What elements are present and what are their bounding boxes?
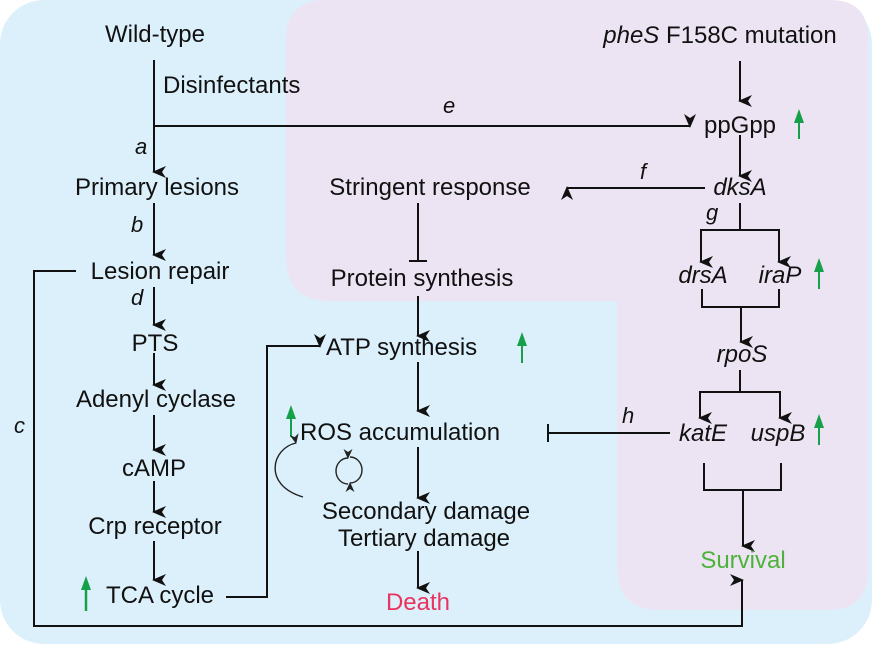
label-e: e: [443, 93, 455, 118]
edge-rpos-kate: [698, 391, 740, 424]
node-lesion-repair: Lesion repair: [91, 258, 230, 285]
edge-g-drsa: [699, 229, 740, 268]
feedback-arrow: [274, 433, 304, 498]
node-tca-cycle: TCA cycle: [106, 582, 214, 609]
label-c: c: [14, 413, 25, 438]
label-g: g: [706, 200, 719, 225]
node-kate: katE: [679, 420, 728, 447]
ros-up-arrow-icon: [286, 405, 296, 437]
node-wild-type: Wild-type: [105, 21, 205, 48]
node-atp-synthesis: ATP synthesis: [326, 334, 477, 361]
node-crp-receptor: Crp receptor: [88, 513, 221, 540]
label-h: h: [622, 403, 634, 428]
edge-rpos-uspb: [740, 391, 792, 424]
edge-g-irap: [740, 229, 791, 268]
node-secondary-damage: Secondary damage: [322, 498, 530, 525]
node-disinfectants: Disinfectants: [163, 72, 300, 99]
atp-up-arrow-icon: [517, 332, 527, 363]
node-drsa: drsA: [678, 262, 727, 289]
inhibit-stringent-protein: [409, 203, 427, 262]
node-primary-lesions: Primary lesions: [75, 174, 239, 201]
edge-c: [33, 270, 744, 627]
node-ppgpp: ppGpp: [704, 112, 776, 139]
node-phes-mutation: pheS F158C mutation: [602, 22, 836, 49]
phes-mutation-label: F158C mutation: [659, 22, 836, 49]
node-death: Death: [386, 589, 450, 616]
node-protein-synthesis: Protein synthesis: [331, 265, 514, 292]
label-d: d: [131, 285, 144, 310]
label-f: f: [640, 159, 649, 184]
cycle-icon: [335, 448, 363, 493]
node-camp: cAMP: [122, 455, 186, 482]
node-pts: PTS: [132, 330, 179, 357]
uspb-up-arrow-icon: [814, 414, 824, 445]
edge-tca-atp: [226, 334, 326, 598]
ppgpp-up-arrow-icon: [794, 109, 804, 139]
label-a: a: [135, 134, 147, 159]
inhibit-h: [547, 424, 670, 442]
phes-gene-name: pheS: [602, 22, 659, 49]
node-dksa: dksA: [713, 174, 766, 201]
label-b: b: [131, 212, 143, 237]
node-rpos: rpoS: [717, 341, 768, 368]
node-uspb: uspB: [751, 420, 806, 447]
node-irap: iraP: [759, 262, 802, 289]
node-stringent-response: Stringent response: [329, 174, 530, 201]
node-survival: Survival: [700, 547, 785, 574]
node-adenyl-cyclase: Adenyl cyclase: [76, 386, 236, 413]
node-ros-accumulation: ROS accumulation: [300, 419, 500, 446]
tca-up-arrow-icon: [81, 576, 91, 611]
irap-up-arrow-icon: [814, 258, 824, 289]
mutant-region: [286, 0, 868, 610]
node-tertiary-damage: Tertiary damage: [338, 525, 510, 552]
